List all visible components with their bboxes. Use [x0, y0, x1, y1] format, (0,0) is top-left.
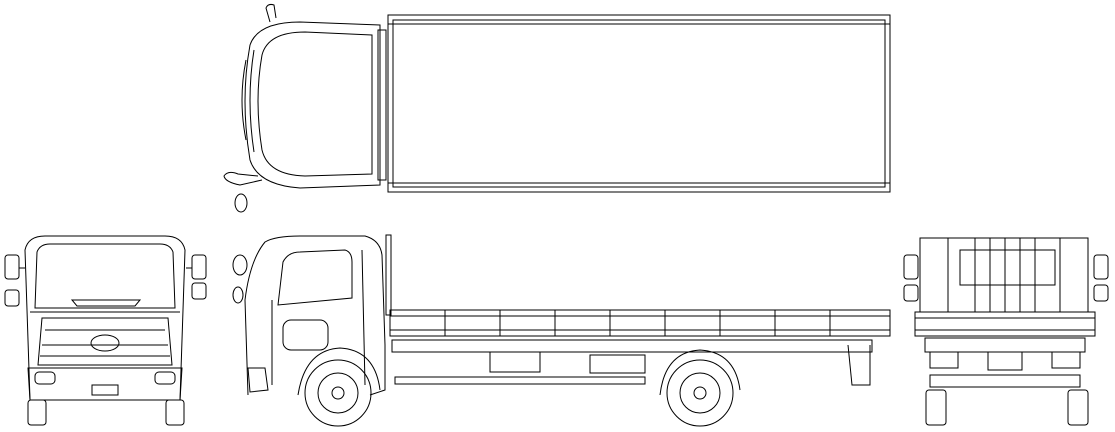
wheel: [166, 400, 184, 425]
headboard-bars: [948, 238, 1060, 312]
rear-view: [904, 238, 1108, 425]
wheel: [28, 400, 46, 425]
headboard-post: [386, 235, 391, 315]
cargo-bed-inner: [393, 20, 885, 187]
license-plate: [988, 352, 1022, 370]
top-view: [224, 4, 890, 212]
side-view: [233, 235, 890, 426]
cab-window: [278, 250, 352, 305]
mirror-icon: [1094, 255, 1108, 279]
cab-side: [245, 236, 385, 395]
wheel: [1068, 390, 1088, 425]
side-guard: [395, 377, 645, 384]
deck-side-rail: [390, 310, 890, 336]
front-wheel: [305, 360, 371, 426]
mirror-icon: [233, 255, 247, 275]
rear-wheel: [667, 360, 733, 426]
mirror-icon: [266, 4, 276, 22]
mirror-icon: [5, 255, 19, 279]
front-view: [5, 236, 206, 425]
tail-light: [1052, 352, 1080, 368]
chassis: [392, 340, 872, 352]
mirror-icon: [235, 194, 247, 212]
rear-rail: [915, 312, 1095, 336]
mirror-icon: [904, 255, 918, 279]
rail-posts: [445, 310, 830, 336]
cab-front: [25, 236, 185, 400]
cab-roof: [245, 22, 380, 188]
grille: [38, 318, 172, 365]
tail-light: [930, 352, 958, 368]
mirror-icon: [192, 255, 206, 279]
logo-emblem: [91, 335, 119, 351]
headboard: [920, 238, 1088, 312]
wheel: [926, 390, 946, 425]
cargo-bed-outer: [388, 15, 890, 192]
